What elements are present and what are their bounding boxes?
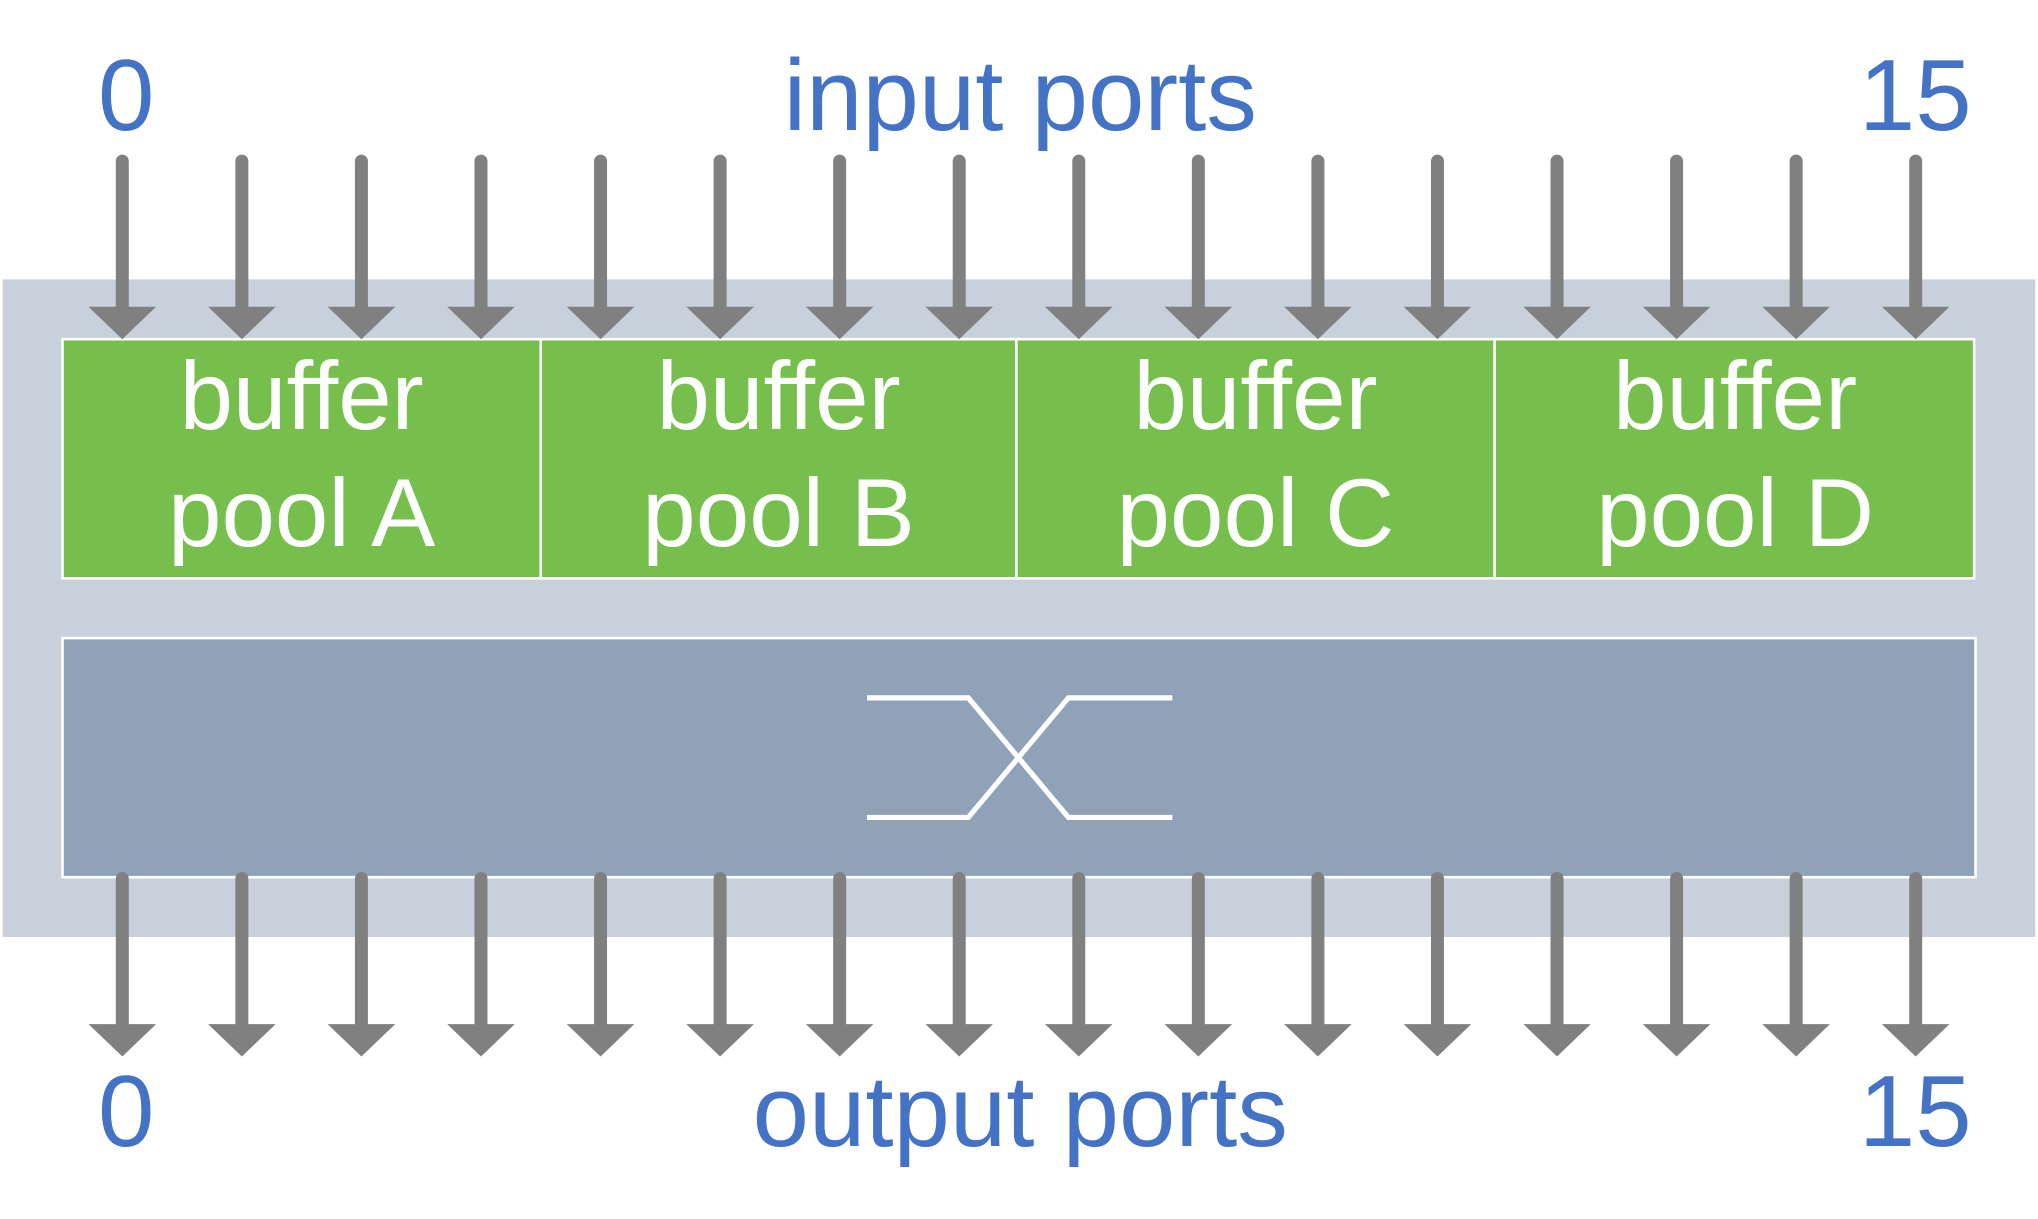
pool-c-line1: buffer — [1133, 343, 1377, 450]
output-ports-label: output ports — [753, 1055, 1288, 1168]
output-port-arrow-9 — [1164, 872, 1233, 1057]
output-port-arrow-12 — [1523, 872, 1591, 1057]
input-first-port: 0 — [98, 39, 154, 152]
input-port-arrow-12 — [1523, 154, 1591, 340]
input-port-arrow-4 — [566, 154, 635, 340]
output-port-arrow-6 — [805, 872, 874, 1057]
pool-b-line1: buffer — [657, 343, 901, 450]
pool-a-line1: buffer — [180, 343, 424, 450]
pool-d-line2: pool D — [1596, 460, 1874, 567]
output-last-port: 15 — [1859, 1055, 1972, 1168]
buffer-pool-b — [539, 337, 1018, 580]
pool-b-line2: pool B — [642, 460, 915, 567]
input-port-arrow-8 — [1044, 154, 1113, 340]
output-port-arrow-4 — [566, 872, 635, 1057]
output-port-arrow-1 — [208, 872, 276, 1057]
input-port-arrow-10 — [1284, 154, 1352, 340]
buffer-pools: buffer pool A buffer pool B buffer pool … — [61, 337, 1976, 580]
output-port-arrow-10 — [1284, 872, 1352, 1057]
input-port-arrow-11 — [1403, 154, 1472, 340]
output-port-arrow-3 — [447, 872, 515, 1057]
input-port-arrow-14 — [1762, 154, 1830, 340]
input-port-arrow-13 — [1642, 154, 1711, 340]
pool-c-line2: pool C — [1117, 460, 1395, 567]
input-port-arrow-9 — [1164, 154, 1233, 340]
input-last-port: 15 — [1859, 39, 1972, 152]
output-port-arrow-7 — [925, 872, 994, 1057]
input-ports-label: input ports — [784, 39, 1257, 152]
input-arrows — [88, 154, 1950, 340]
crossbar-switch-icon — [866, 695, 1173, 821]
output-port-arrow-14 — [1762, 872, 1830, 1057]
output-port-arrow-15 — [1881, 872, 1950, 1057]
input-port-arrow-3 — [447, 154, 515, 340]
buffer-pool-c — [1015, 337, 1496, 580]
buffer-pool-d — [1493, 337, 1976, 580]
output-port-arrow-5 — [686, 872, 754, 1057]
input-port-arrow-15 — [1881, 154, 1950, 340]
output-port-arrow-0 — [88, 872, 157, 1057]
output-port-arrow-13 — [1642, 872, 1711, 1057]
output-arrows — [88, 872, 1950, 1057]
input-port-arrow-6 — [805, 154, 874, 340]
input-port-arrow-1 — [208, 154, 276, 340]
output-port-arrow-8 — [1044, 872, 1113, 1057]
output-port-arrow-2 — [327, 872, 396, 1057]
input-port-arrow-7 — [925, 154, 994, 340]
input-port-arrow-2 — [327, 154, 396, 340]
buffer-pool-a — [61, 337, 543, 580]
pool-a-line2: pool A — [168, 460, 435, 567]
output-port-arrow-11 — [1403, 872, 1472, 1057]
output-first-port: 0 — [98, 1055, 154, 1168]
pool-d-line1: buffer — [1613, 343, 1857, 450]
input-port-arrow-0 — [88, 154, 157, 340]
input-port-arrow-5 — [686, 154, 754, 340]
